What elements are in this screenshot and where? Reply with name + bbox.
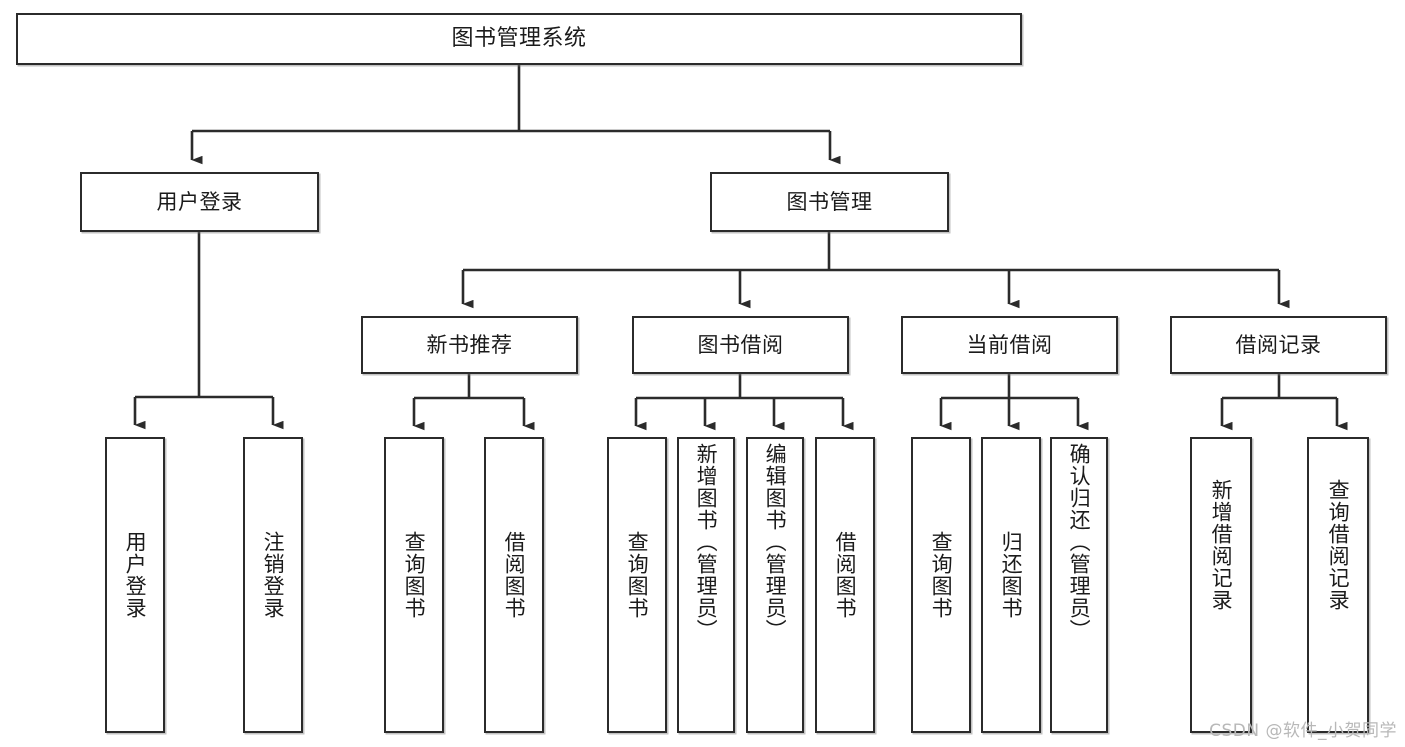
node-label: 新增借阅记录 bbox=[1209, 479, 1234, 611]
node-user-login[interactable]: 用户登录 bbox=[80, 172, 319, 232]
leaf-borrow-query-book[interactable]: 查询图书 bbox=[607, 437, 667, 733]
node-label: 借阅记录 bbox=[1235, 332, 1322, 357]
node-label: 注销登录 bbox=[261, 531, 286, 619]
node-label: 查询图书 bbox=[402, 531, 427, 619]
leaf-cur-query-book[interactable]: 查询图书 bbox=[911, 437, 971, 733]
leaf-borrow-lend-book[interactable]: 借阅图书 bbox=[815, 437, 875, 733]
node-label: 新增图书（管理员） bbox=[694, 443, 719, 641]
node-label: 归还图书 bbox=[999, 531, 1024, 619]
leaf-cur-confirm-return-admin[interactable]: 确认归还（管理员） bbox=[1050, 437, 1108, 733]
node-book-borrow[interactable]: 图书借阅 bbox=[632, 316, 849, 374]
node-label: 新书推荐 bbox=[426, 332, 513, 357]
leaf-rec-borrow-book[interactable]: 借阅图书 bbox=[484, 437, 544, 733]
leaf-record-query[interactable]: 查询借阅记录 bbox=[1307, 437, 1369, 733]
node-root-system[interactable]: 图书管理系统 bbox=[16, 13, 1022, 65]
node-label: 编辑图书（管理员） bbox=[763, 443, 788, 641]
node-book-manage[interactable]: 图书管理 bbox=[710, 172, 949, 232]
node-label: 查询图书 bbox=[929, 531, 954, 619]
leaf-record-add[interactable]: 新增借阅记录 bbox=[1190, 437, 1252, 733]
csdn-watermark: CSDN @软件_小贺同学 bbox=[1209, 721, 1397, 741]
leaf-rec-query-book[interactable]: 查询图书 bbox=[384, 437, 444, 733]
leaf-borrow-add-book-admin[interactable]: 新增图书（管理员） bbox=[677, 437, 735, 733]
leaf-cur-return-book[interactable]: 归还图书 bbox=[981, 437, 1041, 733]
node-label: 用户登录 bbox=[156, 189, 243, 214]
leaf-borrow-edit-book-admin[interactable]: 编辑图书（管理员） bbox=[746, 437, 804, 733]
node-label: 用户登录 bbox=[123, 531, 148, 619]
node-label: 图书管理系统 bbox=[451, 26, 587, 52]
node-new-book-rec[interactable]: 新书推荐 bbox=[361, 316, 578, 374]
leaf-user-login[interactable]: 用户登录 bbox=[105, 437, 165, 733]
node-borrow-record[interactable]: 借阅记录 bbox=[1170, 316, 1387, 374]
node-current-borrow[interactable]: 当前借阅 bbox=[901, 316, 1118, 374]
node-label: 查询借阅记录 bbox=[1326, 479, 1351, 611]
node-label: 图书管理 bbox=[786, 189, 873, 214]
node-label: 图书借阅 bbox=[697, 332, 784, 357]
node-label: 确认归还（管理员） bbox=[1067, 443, 1092, 641]
node-label: 当前借阅 bbox=[966, 332, 1053, 357]
leaf-user-logout[interactable]: 注销登录 bbox=[243, 437, 303, 733]
node-label: 查询图书 bbox=[625, 531, 650, 619]
node-label: 借阅图书 bbox=[833, 531, 858, 619]
node-label: 借阅图书 bbox=[502, 531, 527, 619]
